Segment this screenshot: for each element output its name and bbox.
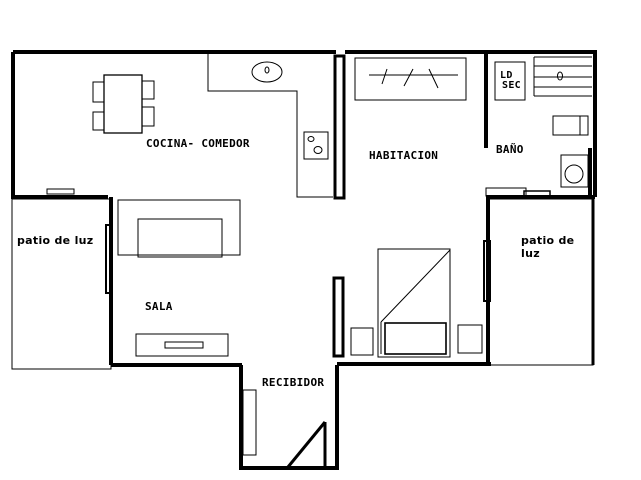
laundry-label-sec: SEC (502, 80, 521, 91)
room-label-habitacion: HABITACION (369, 149, 439, 162)
room-label-cocina-comedor: COCINA- COMEDOR (146, 137, 250, 150)
patio-left (11, 198, 112, 370)
patio-right (488, 198, 594, 366)
room-label-recibidor: RECIBIDOR (262, 376, 325, 389)
room-label-patio-right-line2: luz (521, 247, 540, 260)
room-label-patio-right-line1: patio de (521, 234, 575, 247)
walls (11, 50, 597, 470)
room-label-bano: BAÑO (496, 143, 524, 156)
laundry-label-ld: LD (500, 70, 513, 81)
room-label-sala: SALA (145, 300, 173, 313)
room-label-patio-left: patio de luz (17, 234, 94, 247)
